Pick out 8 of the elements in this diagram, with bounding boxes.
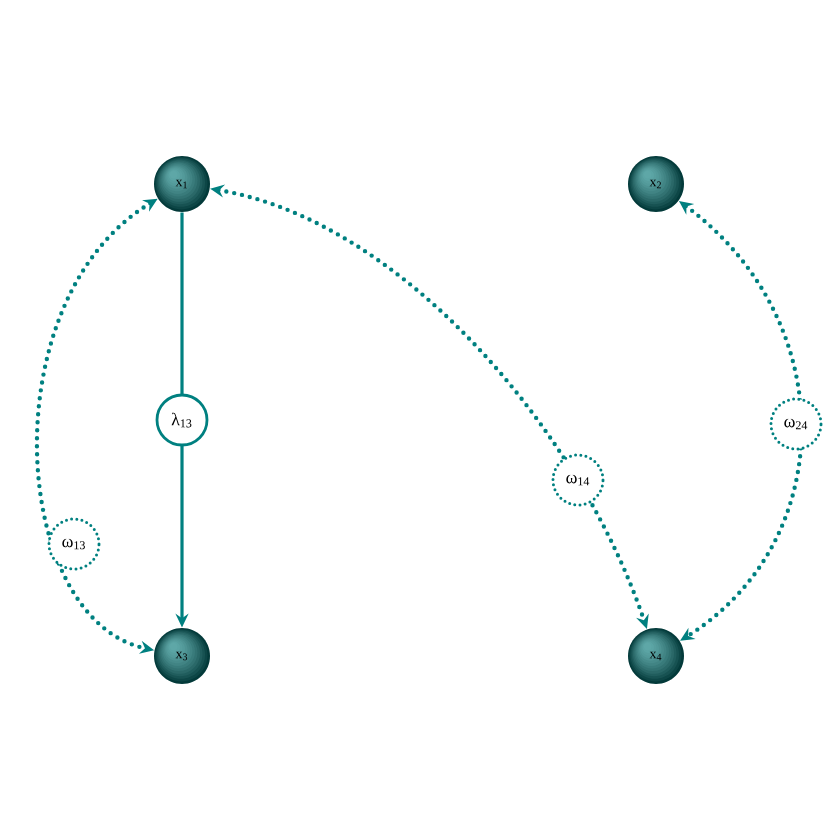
sphere-node [154,156,210,212]
edge-label: ω$_{13}$ [47,517,101,571]
edge-label: ω$_{24}$ [769,397,823,451]
edge-label: ω$_{14}$ [551,453,605,507]
sphere-node [628,156,684,212]
edge-label: λ$_{13}$ [155,393,209,447]
sphere-node [154,628,210,684]
sphere-node [628,628,684,684]
